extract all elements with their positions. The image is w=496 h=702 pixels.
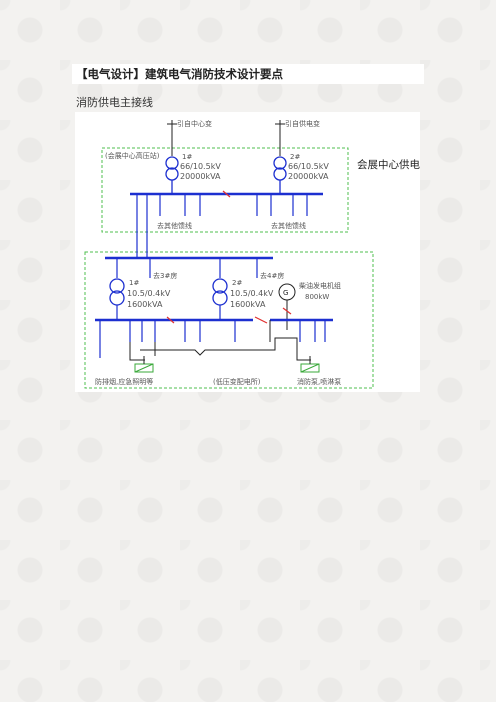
mv-feeder-left-label: 去3#房 [153,271,177,280]
hv-bus-tie-breaker [222,190,231,198]
emergency-tie-breaker [254,316,268,324]
generator-label: 柴油发电机组 [299,281,341,290]
source-left-label: 引自中心变 [177,119,212,128]
lv-transformer-2-voltage: 10.5/0.4kV [230,289,274,298]
lv-station-frame [84,251,374,389]
lv-transformer-1-number: 1# [129,279,139,287]
hv-transformer-2-primary [273,156,287,170]
generator-symbol: G [283,289,288,297]
mv-feeder-right-label: 去4#房 [260,271,284,280]
mv-feeder-lines [149,258,258,278]
generator-capacity: 800kW [305,293,329,301]
hv-feeder-lines [136,194,308,219]
source-right-label: 引自供电变 [285,119,320,128]
hv-station-frame [101,147,349,233]
hv-feeder-left-label: 去其他馈线 [157,221,192,230]
ats-right-diagonal [300,363,320,373]
transfer-wiring [129,320,311,361]
document-title: 【电气设计】建筑电气消防技术设计要点 [76,67,283,81]
power-wiring-diagram: 引自中心变 引自供电变 (会展中心高压站) 1# 66/10.5kV 20000… [75,112,420,392]
lv-feeder-lines [99,320,326,358]
lv-transformer-2-number: 2# [232,279,242,287]
lv-transformer-2-primary [212,278,228,294]
load-right-label: 消防泵,喷淋泵 [297,377,341,386]
load-left-label: 防排烟,应急照明等 [95,377,153,386]
generator-breaker [282,307,292,315]
lv-bus-tie-breaker [166,316,175,324]
ats-left-diagonal [134,363,154,373]
lv-transformer-1-capacity: 1600kVA [127,300,163,309]
section-subtitle: 消防供电主接线 [76,96,153,109]
lv-transformer-1-primary [109,278,125,294]
lv-transformer-1-voltage: 10.5/0.4kV [127,289,171,298]
title-highlight [72,64,424,84]
hv-transformer-2-number: 2# [290,153,300,161]
hv-transformer-1-capacity: 20000kVA [180,172,221,181]
hv-transformer-1-voltage: 66/10.5kV [180,162,221,171]
hv-transformer-1-primary [165,156,179,170]
wiring-diagram-svg: 引自中心变 引自供电变 (会展中心高压站) 1# 66/10.5kV 20000… [84,119,420,389]
hv-transformer-2-voltage: 66/10.5kV [288,162,329,171]
hv-feeder-right-label: 去其他馈线 [271,221,306,230]
hv-transformer-2-secondary [273,167,287,181]
hv-station-label: (会展中心高压站) [105,151,160,160]
hv-transformer-1-number: 1# [182,153,192,161]
lv-station-label: (低压变配电所) [213,377,261,386]
hv-transformer-2-capacity: 20000kVA [288,172,329,181]
hv-transformer-1-secondary [165,167,179,181]
scheme-title: 会展中心供电方案 [357,158,420,171]
lv-transformer-2-capacity: 1600kVA [230,300,266,309]
